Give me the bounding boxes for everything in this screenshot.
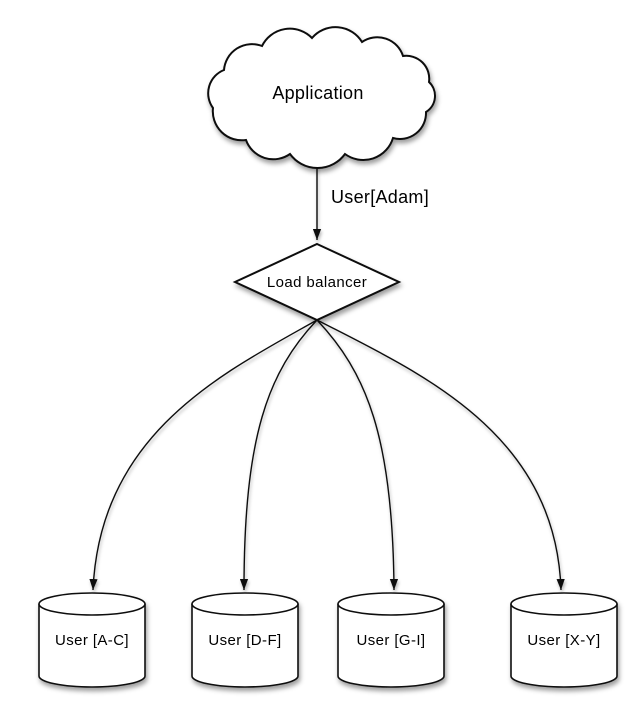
shard-cylinder-2 bbox=[191, 592, 299, 688]
edges-layer bbox=[89, 158, 565, 591]
cylinder-top bbox=[510, 592, 618, 616]
shard-label: User [A-C] bbox=[55, 632, 129, 649]
shard-cylinder-4 bbox=[510, 592, 618, 688]
shards-layer bbox=[38, 592, 618, 688]
edge-loadbalancer-to-shard-1 bbox=[89, 319, 318, 591]
shard-cylinder-3 bbox=[337, 592, 445, 688]
application-cloud-shape bbox=[207, 26, 436, 170]
shard-label: User [X-Y] bbox=[527, 632, 600, 649]
load-balancer-label: Load balancer bbox=[267, 274, 367, 291]
cylinder-top bbox=[38, 592, 146, 616]
cylinder-body bbox=[191, 604, 299, 688]
cylinder-top bbox=[337, 592, 445, 616]
application-node bbox=[207, 26, 436, 170]
shard-label: User [D-F] bbox=[208, 632, 281, 649]
load-balancer-diamond-shape bbox=[232, 242, 402, 322]
application-label: Application bbox=[272, 83, 363, 103]
cylinder-body bbox=[510, 604, 618, 688]
edge-loadbalancer-to-shard-3 bbox=[316, 319, 399, 591]
shard-cylinder-1 bbox=[38, 592, 146, 688]
cylinder-body bbox=[337, 604, 445, 688]
cylinder-top bbox=[191, 592, 299, 616]
edge-loadbalancer-to-shard-2 bbox=[239, 319, 318, 591]
edge-loadbalancer-to-shard-4 bbox=[316, 319, 565, 591]
cylinder-body bbox=[38, 604, 146, 688]
shard-label: User [G-I] bbox=[356, 632, 425, 649]
edge-label-user-adam: User[Adam] bbox=[331, 187, 429, 207]
load-balancer-node bbox=[232, 242, 402, 322]
